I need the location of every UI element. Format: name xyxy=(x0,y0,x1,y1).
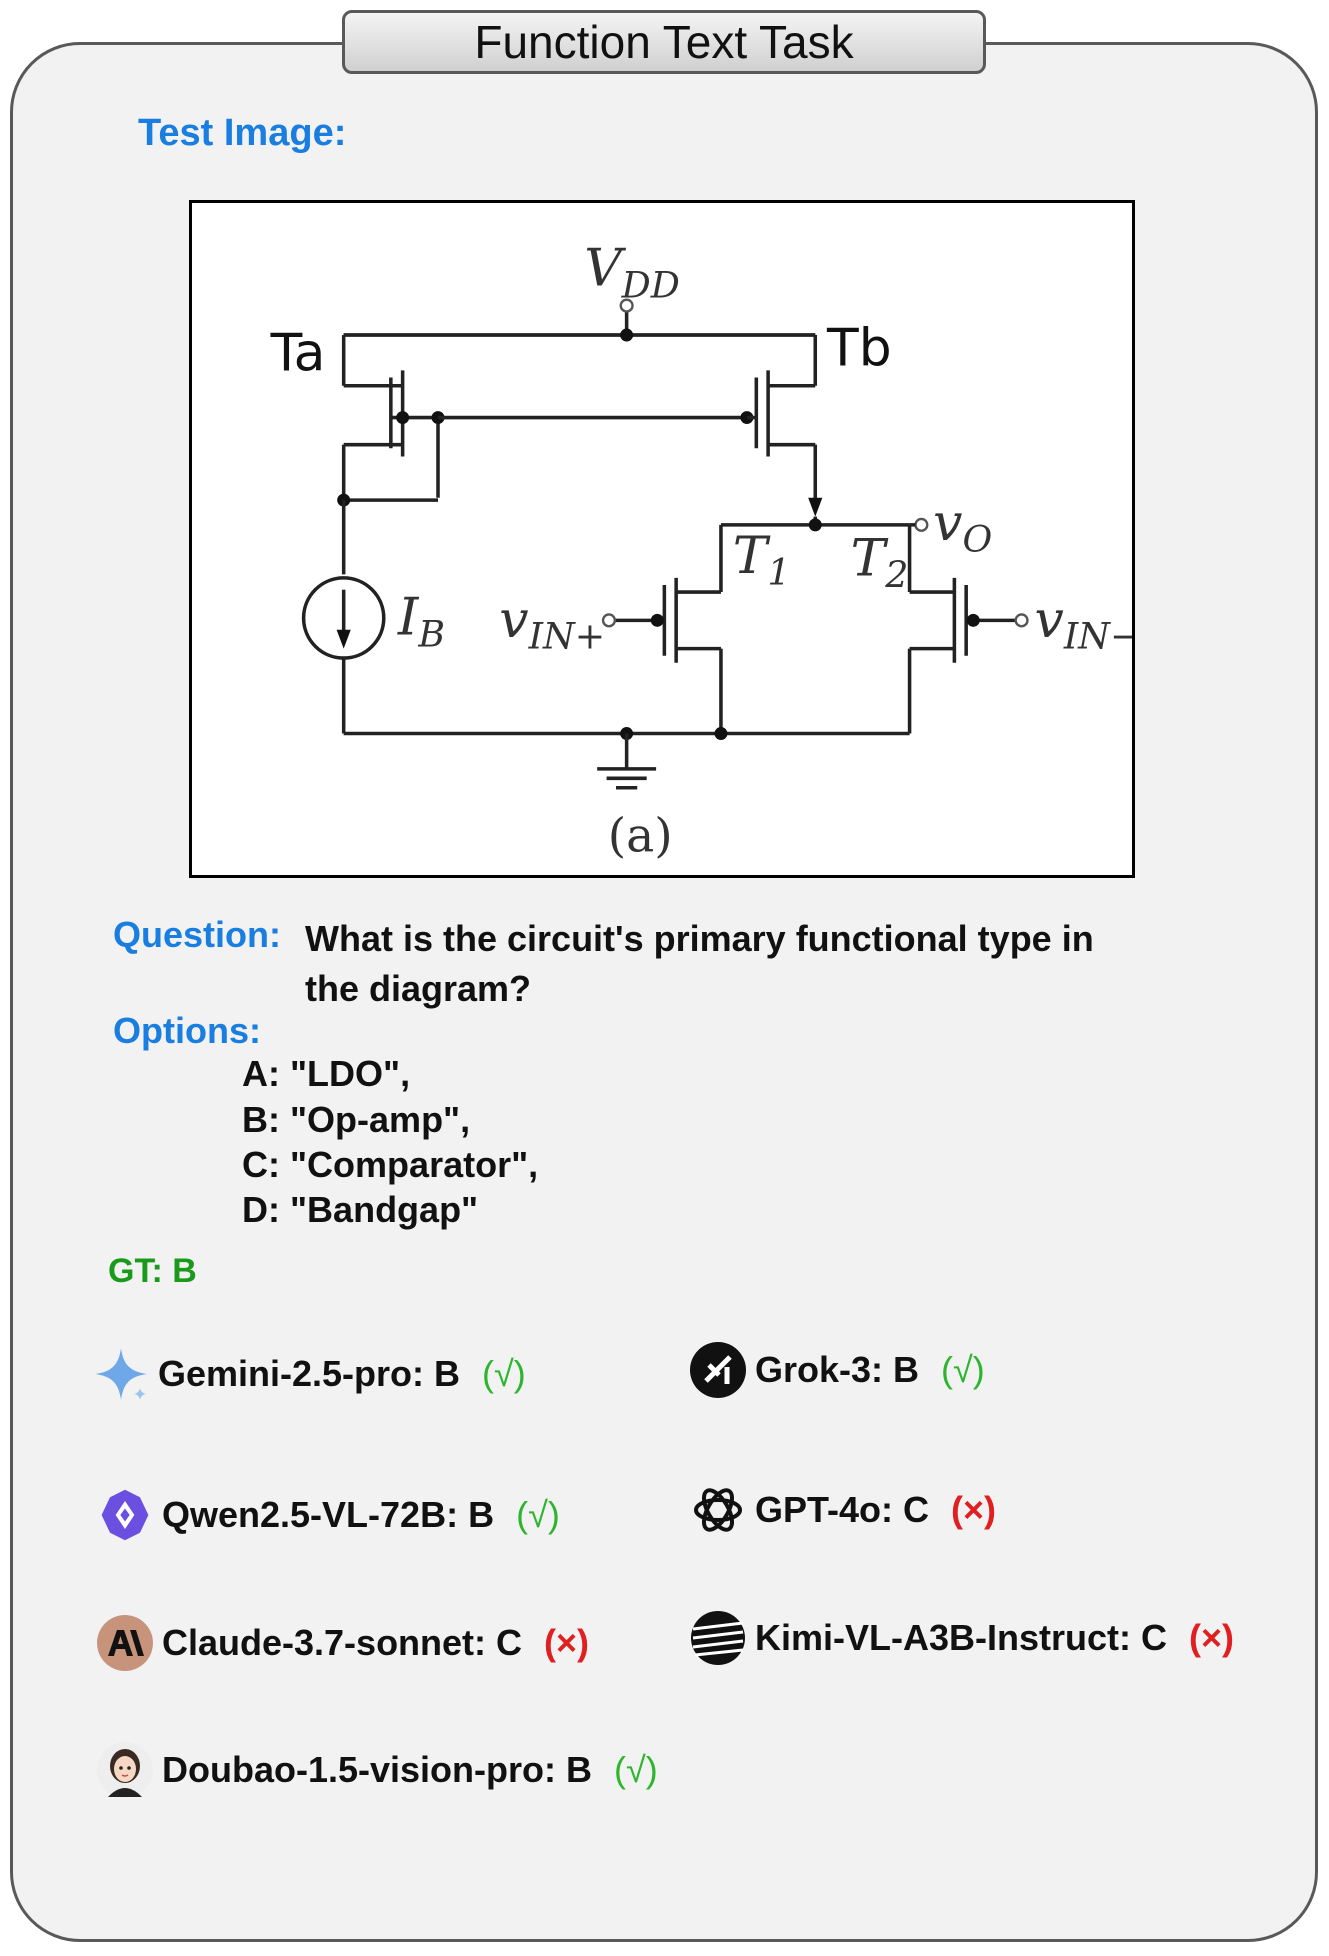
vin-minus-label: vIN− xyxy=(1035,590,1132,658)
gemini-icon xyxy=(92,1345,150,1403)
result-mark: (√) xyxy=(614,1749,658,1790)
vdd-label: VDD xyxy=(584,239,680,307)
result-mark: (√) xyxy=(482,1353,526,1394)
question-text: What is the circuit's primary functional… xyxy=(305,918,1094,1009)
ta-gate-dot xyxy=(396,411,410,425)
result-mark: (×) xyxy=(1189,1617,1234,1658)
vo-terminal xyxy=(914,517,929,532)
claude-icon xyxy=(96,1614,154,1672)
ib-arrow-head xyxy=(336,629,351,649)
test-image-label: Test Image: xyxy=(138,112,347,154)
result-mark: (×) xyxy=(544,1622,590,1663)
model-result-qwen: Qwen2.5-VL-72B: B (√) xyxy=(96,1486,560,1544)
options-label: Options: xyxy=(113,1010,261,1051)
grok-icon xyxy=(689,1341,747,1399)
result-mark: (√) xyxy=(516,1494,560,1535)
ta-drain-dot xyxy=(337,493,351,507)
model-result-doubao: Doubao-1.5-vision-pro: B (√) xyxy=(96,1741,658,1799)
model-name: Gemini-2.5-pro: B xyxy=(158,1353,461,1394)
ib-label: IB xyxy=(397,587,445,655)
model-result-kimi: Kimi-VL-A3B-Instruct: C (×) xyxy=(689,1609,1234,1667)
option-c: C: "Comparator", xyxy=(242,1144,539,1185)
option-d: D: "Bandgap" xyxy=(242,1189,479,1230)
ground-truth: GT: B xyxy=(108,1252,197,1290)
t2-label: T2 xyxy=(851,529,909,597)
doubao-icon xyxy=(96,1741,154,1799)
vin-plus-label: vIN+ xyxy=(499,590,605,658)
caption-label: (a) xyxy=(608,808,673,863)
kimi-icon xyxy=(689,1609,747,1667)
model-result-grok: Grok-3: B (√) xyxy=(689,1341,985,1399)
model-name: Grok-3: B xyxy=(755,1349,920,1390)
tb-arrow xyxy=(808,497,823,517)
model-result-gpt4o: GPT-4o: C (×) xyxy=(689,1481,996,1539)
vdd-junction xyxy=(620,328,634,342)
question-label: Question: xyxy=(113,914,281,955)
model-result-claude: Claude-3.7-sonnet: C (×) xyxy=(96,1614,589,1672)
t2-gate-dot xyxy=(966,613,980,627)
t1-gate-dot xyxy=(650,613,664,627)
model-name: GPT-4o: C xyxy=(755,1489,930,1530)
openai-icon xyxy=(689,1481,747,1539)
option-a: A: "LDO", xyxy=(242,1053,411,1094)
model-result-gemini: Gemini-2.5-pro: B (√) xyxy=(92,1345,526,1403)
model-name: Doubao-1.5-vision-pro: B xyxy=(162,1749,592,1790)
vo-label: vO xyxy=(933,493,992,561)
vin-plus-terminal xyxy=(601,613,617,628)
t1-label: T1 xyxy=(733,526,791,594)
vdd-terminal xyxy=(619,298,634,313)
result-mark: (√) xyxy=(941,1349,985,1390)
qwen-icon xyxy=(96,1486,154,1544)
task-title: Function Text Task xyxy=(342,10,986,74)
ta-label: Ta xyxy=(270,323,326,383)
t1-source-dot xyxy=(714,727,728,741)
model-name: Claude-3.7-sonnet: C xyxy=(162,1622,523,1663)
result-mark: (×) xyxy=(951,1489,997,1530)
vin-minus-terminal xyxy=(1014,613,1029,628)
tb-label: Tb xyxy=(826,319,892,379)
output-dot xyxy=(808,518,822,532)
option-b: B: "Op-amp", xyxy=(242,1099,471,1140)
model-name: Qwen2.5-VL-72B: B xyxy=(162,1494,495,1535)
model-name: Kimi-VL-A3B-Instruct: C xyxy=(755,1617,1167,1658)
